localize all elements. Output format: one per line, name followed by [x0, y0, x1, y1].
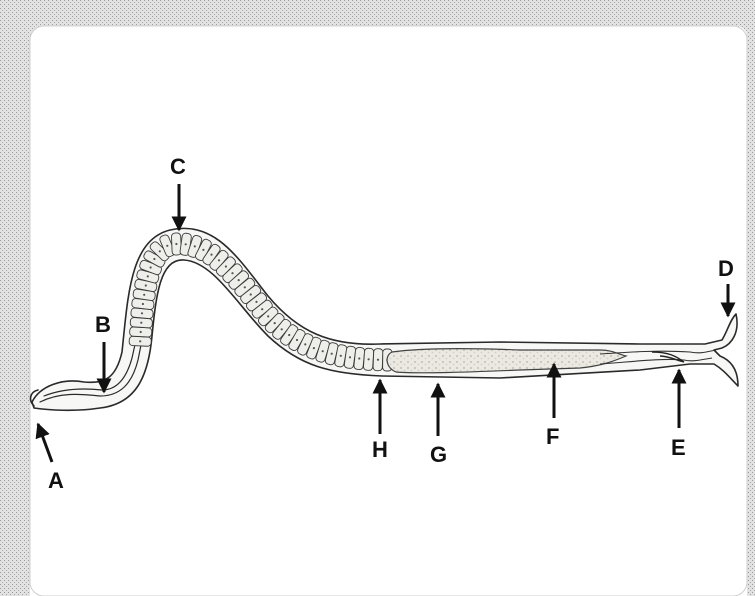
stichocyte-nucleus — [140, 322, 142, 324]
stichocyte-nucleus — [185, 243, 187, 245]
stichocyte-nucleus — [231, 272, 233, 274]
stichocyte-nucleus — [150, 266, 152, 268]
stichocyte-nucleus — [368, 358, 370, 360]
stichocyte-nucleus — [202, 249, 204, 251]
label-A: A — [48, 468, 64, 493]
label-F: F — [546, 424, 559, 449]
stichocyte-nucleus — [139, 340, 141, 342]
stichocyte-nucleus — [147, 275, 149, 277]
stichocyte-nucleus — [244, 286, 246, 288]
stichocyte-nucleus — [143, 294, 145, 296]
stichocyte-nucleus — [159, 250, 161, 252]
stichocyte-nucleus — [261, 308, 263, 310]
stichocyte-nucleus — [288, 334, 290, 336]
stichocyte-nucleus — [349, 356, 351, 358]
stichocyte-nucleus — [145, 284, 147, 286]
stichocyte-nucleus — [322, 350, 324, 352]
label-H: H — [372, 437, 388, 462]
stichocyte-nucleus — [331, 353, 333, 355]
stichocyte-nucleus — [175, 243, 177, 245]
label-B: B — [95, 312, 111, 337]
stichocyte-nucleus — [140, 331, 142, 333]
stichocyte-nucleus — [313, 347, 315, 349]
stichocyte-nucleus — [153, 258, 155, 260]
label-C: C — [170, 154, 186, 179]
stichocyte-nucleus — [281, 328, 283, 330]
stichocyte-nucleus — [377, 359, 379, 361]
stichocyte-nucleus — [238, 279, 240, 281]
stichocyte-nucleus — [274, 322, 276, 324]
stichocyte-nucleus — [358, 357, 360, 359]
stichocyte-nucleus — [304, 343, 306, 345]
label-E: E — [671, 435, 686, 460]
stichocyte-nucleus — [340, 355, 342, 357]
stichocyte-nucleus — [255, 301, 257, 303]
label-G: G — [430, 442, 447, 467]
stichocyte-nucleus — [166, 245, 168, 247]
stichocyte-nucleus — [142, 303, 144, 305]
stichocyte-nucleus — [210, 254, 212, 256]
stichocyte-nucleus — [225, 265, 227, 267]
stichocyte-nucleus — [250, 293, 252, 295]
stichocyte-nucleus — [296, 339, 298, 341]
label-D: D — [718, 256, 734, 281]
stichocyte-nucleus — [218, 259, 220, 261]
stichocyte-nucleus — [141, 312, 143, 314]
stichocyte-nucleus — [194, 245, 196, 247]
stichocyte-nucleus — [267, 315, 269, 317]
